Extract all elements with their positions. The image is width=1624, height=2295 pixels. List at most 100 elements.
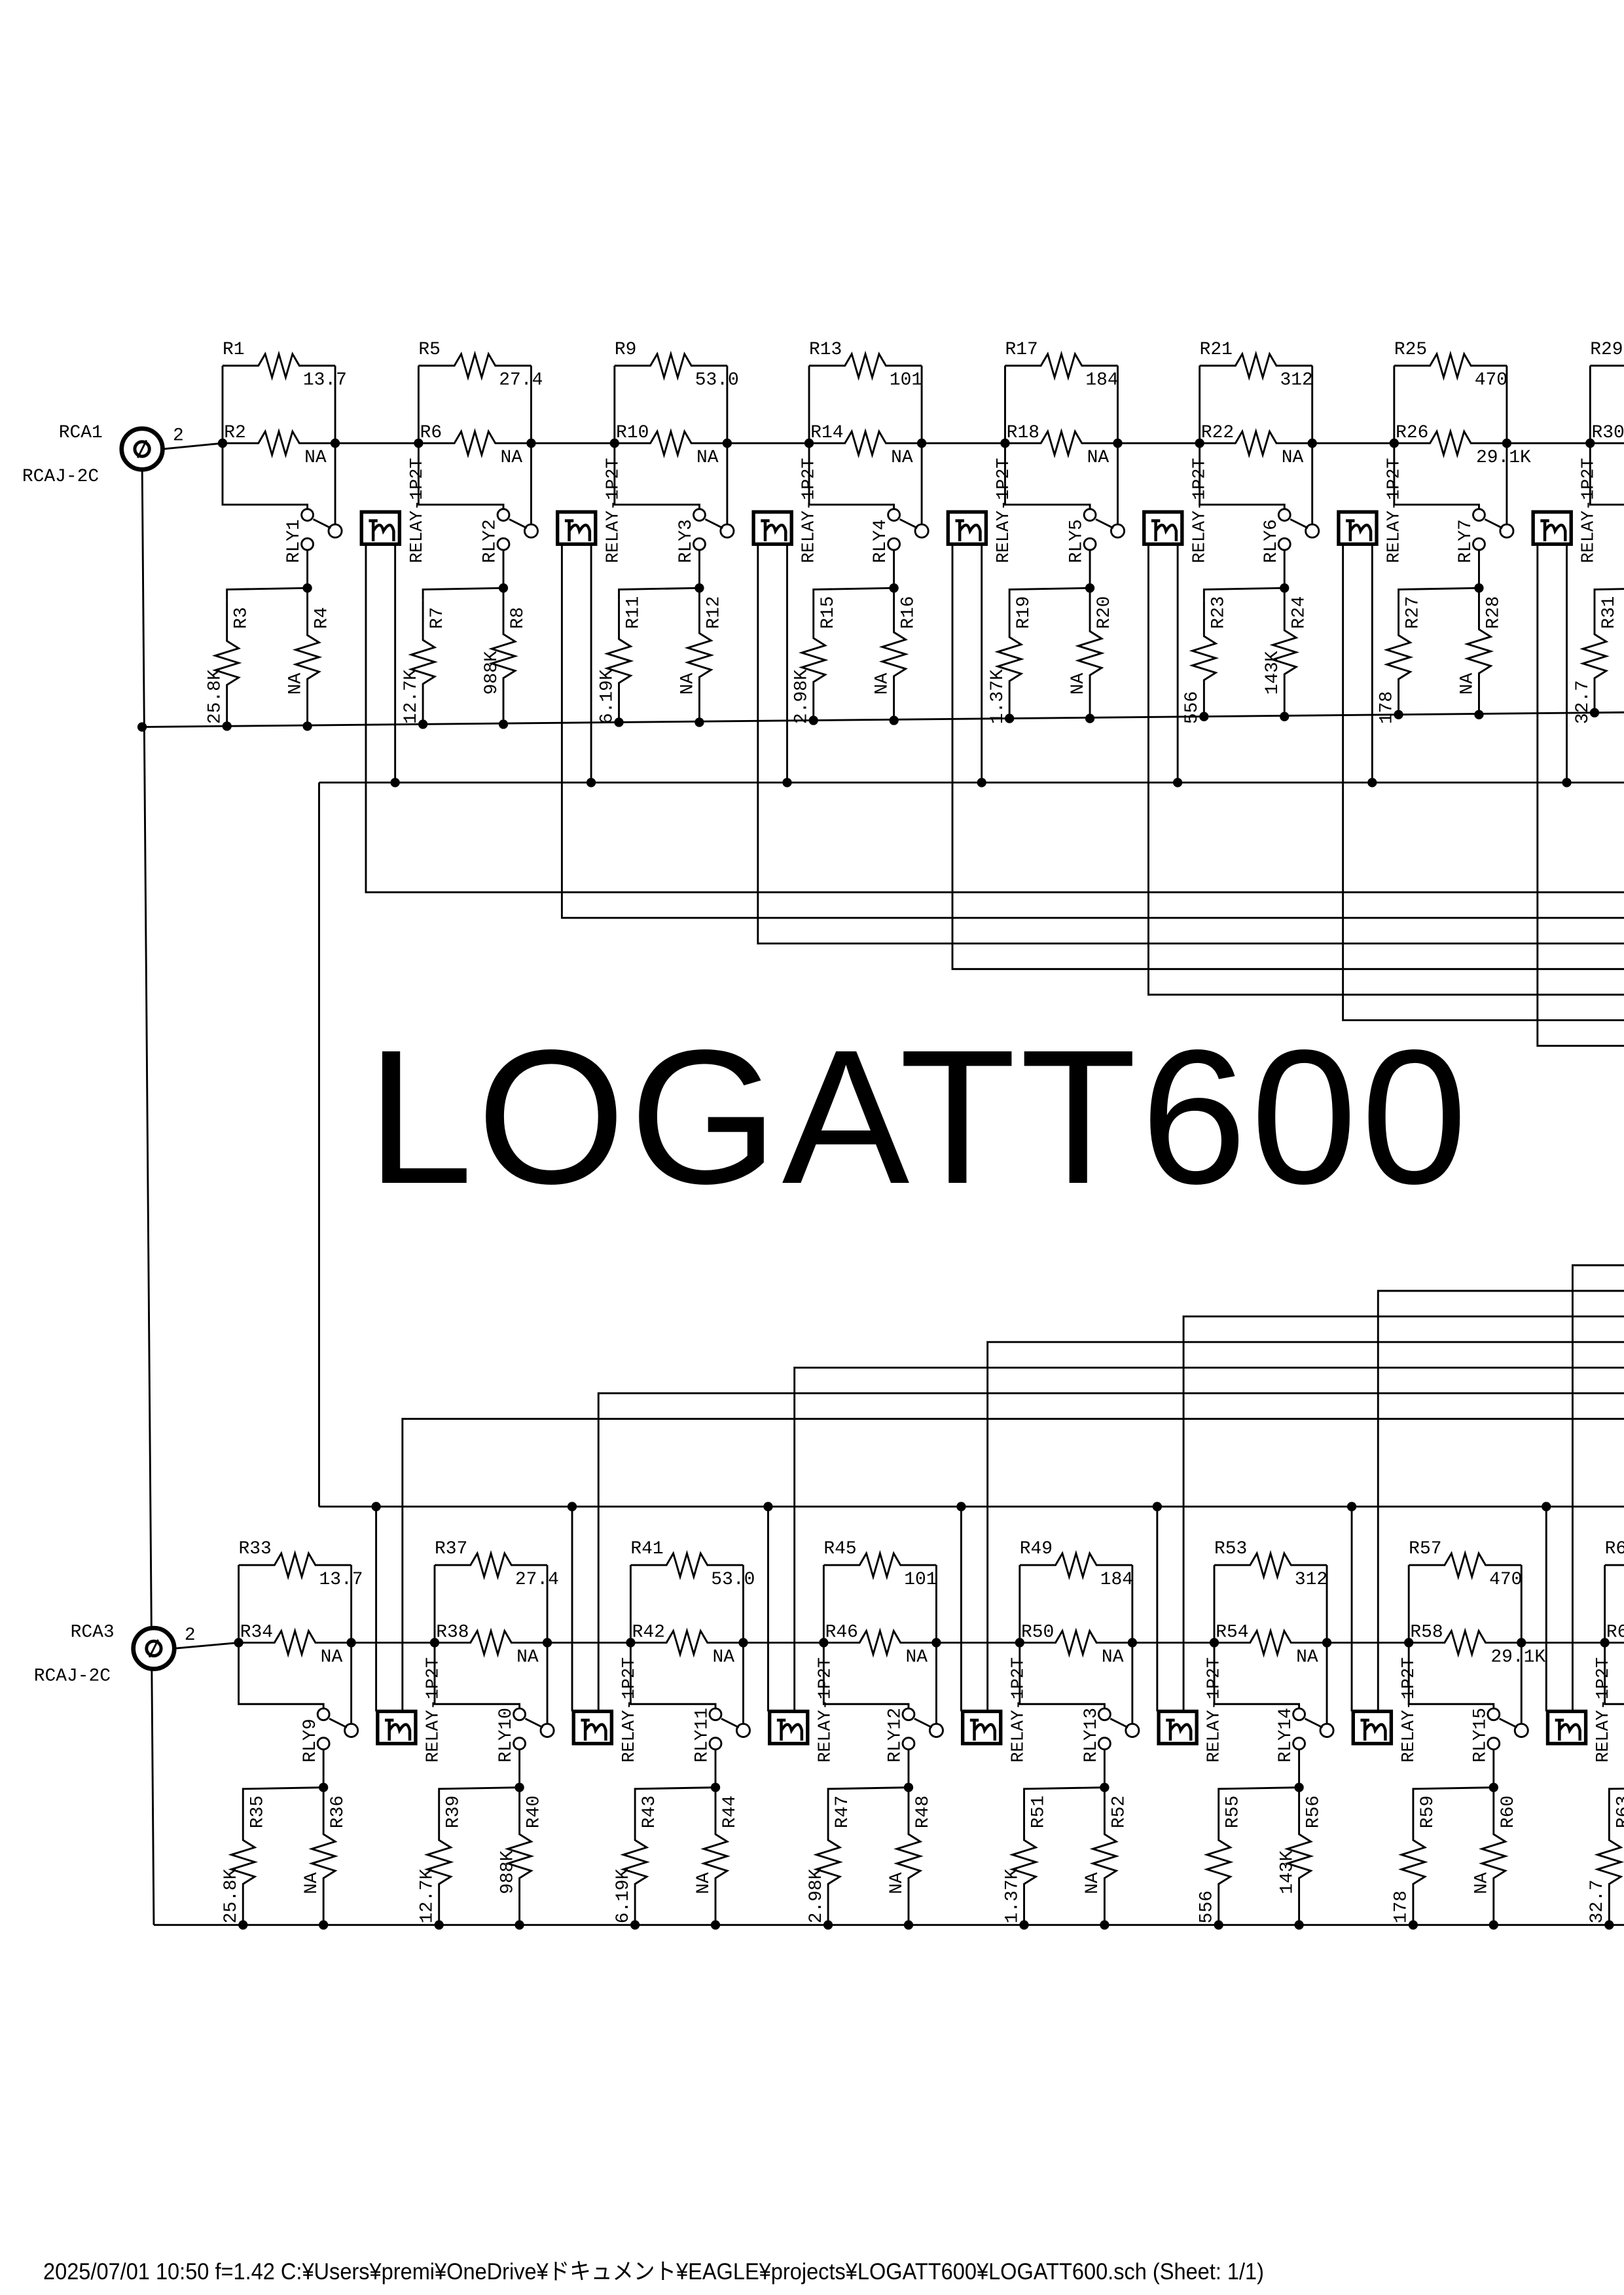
resistor-series	[418, 428, 532, 459]
relay-ref: RLY9	[300, 1719, 321, 1763]
resistor-ref: R1	[223, 340, 245, 360]
relay-contact-nc-icon	[1292, 1707, 1306, 1722]
relay-coil-glyph	[369, 519, 395, 541]
resistor-ref: R60	[1498, 1796, 1519, 1828]
resistor-value: 556	[1182, 691, 1202, 724]
junction-dot	[418, 719, 428, 729]
jack-part: RCAJ-2C	[34, 1666, 111, 1686]
relay-switch-arm	[312, 518, 331, 529]
relay-contact-common-icon	[523, 523, 539, 539]
input-wire	[162, 442, 223, 450]
jack-pin-number: 2	[185, 1625, 196, 1646]
junction-dot	[710, 1920, 721, 1930]
attenuator-stage: R29R30RELAY-1P2TR3132.7	[1573, 340, 1624, 724]
resistor-ref: R57	[1409, 1539, 1441, 1559]
relay-coil-glyph	[761, 519, 787, 541]
resistor-ref: R59	[1418, 1796, 1438, 1828]
relay-switch-arm	[704, 518, 723, 529]
junction-dot	[1280, 583, 1290, 593]
resistor-value: 32.7	[1573, 680, 1593, 724]
resistor-value: 27.4	[499, 370, 543, 391]
wire	[827, 1786, 909, 1799]
junction-dot	[222, 721, 232, 731]
relay-coil-icon	[376, 1709, 418, 1746]
resistor-value: 2.98K	[806, 1868, 827, 1923]
resistor-ref: R61	[1605, 1539, 1624, 1559]
resistor-top	[1005, 350, 1118, 381]
junction-dot	[371, 1502, 381, 1511]
resistor-top	[614, 350, 727, 381]
relay-coil-glyph	[1540, 519, 1567, 541]
junction-dot	[903, 1920, 914, 1930]
relay-switch-arm	[1095, 518, 1114, 529]
resistor-top	[418, 350, 532, 381]
relay-contact-common-icon	[914, 523, 929, 539]
resistor-ref: R43	[640, 1796, 660, 1828]
resistor-shunt-a	[620, 1799, 650, 1925]
resistor-top	[1214, 1549, 1327, 1581]
relay-contact-nc-icon	[1472, 508, 1486, 522]
rca-jack-slash	[148, 1639, 159, 1658]
relay-contact-nc-icon	[513, 1707, 526, 1722]
wire	[1019, 1642, 1106, 1708]
resistor-value: NA	[1282, 448, 1304, 468]
resistor-top	[238, 1549, 352, 1581]
relay-coil-icon	[571, 1709, 614, 1746]
resistor-value: 29.1K	[1490, 1647, 1545, 1667]
relay-coil-icon	[1531, 510, 1573, 546]
relay-contact-nc-icon	[300, 508, 314, 522]
resistor-top	[1394, 350, 1507, 381]
wire	[1393, 443, 1480, 509]
junction-dot	[1100, 1920, 1110, 1930]
resistor-value: 53.0	[711, 1570, 755, 1590]
print-footer: 2025/07/01 10:50 f=1.42 C:¥Users¥premi¥O…	[43, 2259, 1264, 2285]
wire	[1608, 1787, 1624, 1799]
junction-dot	[1294, 1920, 1304, 1930]
resistor-value: NA	[304, 448, 327, 468]
wire	[1202, 587, 1285, 600]
coil-control-wire	[1536, 544, 1624, 1047]
wire	[1004, 443, 1091, 509]
relay-contact-common-icon	[735, 1722, 751, 1738]
relay-part: RELAY-1P2T	[1594, 1657, 1614, 1763]
relay-switch-arm	[1110, 1718, 1128, 1729]
relay-part: RELAY-1P2T	[994, 458, 1014, 563]
resistor-ref: R56	[1304, 1796, 1324, 1828]
resistor-ref: R45	[823, 1539, 856, 1559]
relay-coil-icon	[1337, 510, 1379, 546]
relay-contact-common-icon	[1499, 523, 1515, 539]
relay-contact-common-icon	[539, 1722, 555, 1738]
relay-switch-arm	[329, 1718, 348, 1729]
junction-dot	[1005, 714, 1015, 723]
resistor-ref: R42	[632, 1622, 665, 1642]
relay-coil-glyph	[564, 519, 592, 541]
resistor-ref: R10	[616, 423, 649, 443]
junction-dot	[1367, 778, 1377, 787]
junction-dot	[977, 778, 986, 787]
resistor-series	[238, 1627, 352, 1658]
resistor-value: 470	[1475, 370, 1507, 391]
wire	[629, 1642, 717, 1708]
resistor-top	[1019, 1549, 1132, 1581]
relay-contact-nc-icon	[901, 1707, 916, 1722]
relay-coil-icon	[556, 510, 598, 546]
relay-coil-glyph	[1346, 519, 1373, 541]
junction-dot	[1589, 708, 1600, 717]
resistor-series	[1005, 428, 1118, 459]
relay-coil-glyph	[1166, 1718, 1193, 1741]
resistor-series	[823, 1627, 937, 1658]
resistor-ref: R48	[913, 1796, 933, 1828]
resistor-value: 25.8K	[206, 669, 226, 724]
rca-jack-pin-icon	[145, 1639, 163, 1657]
resistor-ref: R20	[1094, 596, 1115, 629]
resistor-top	[434, 1549, 548, 1581]
resistor-ref: R34	[240, 1622, 273, 1642]
relay-contact-common-icon	[1110, 523, 1126, 539]
relay-contact-nc-icon	[1098, 1707, 1111, 1722]
resistor-value: NA	[1083, 1872, 1103, 1894]
junction-dot	[808, 715, 818, 725]
relay-contact-common-icon	[719, 523, 735, 539]
resistor-ref: R14	[810, 423, 843, 443]
